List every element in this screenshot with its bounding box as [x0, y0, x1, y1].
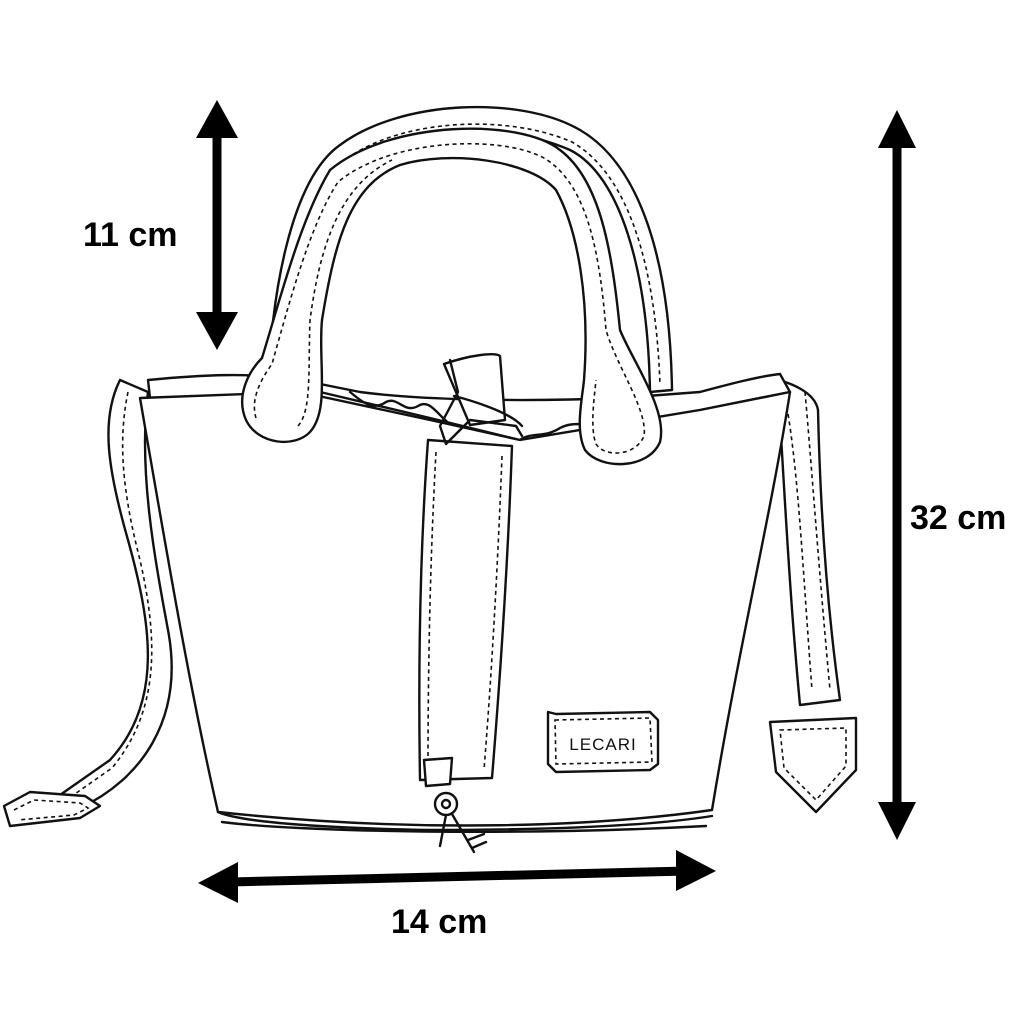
front-handle — [241, 127, 663, 466]
lock-key-charm — [422, 756, 488, 854]
brand-patch: LECARI — [546, 710, 660, 774]
width-arrow — [198, 850, 716, 903]
closure-strap — [438, 353, 524, 446]
handle-drop-label: 11 cm — [83, 216, 178, 254]
brand-label: LECARI — [569, 735, 636, 754]
strap-end-tab-right — [768, 716, 858, 814]
total-height-label: 32 cm — [910, 499, 1007, 537]
width-label: 14 cm — [391, 903, 488, 941]
bag-body — [138, 372, 792, 833]
strap-end-tab-left — [2, 790, 102, 828]
total-height-arrow — [878, 110, 916, 840]
handle-drop-arrow — [196, 100, 238, 350]
